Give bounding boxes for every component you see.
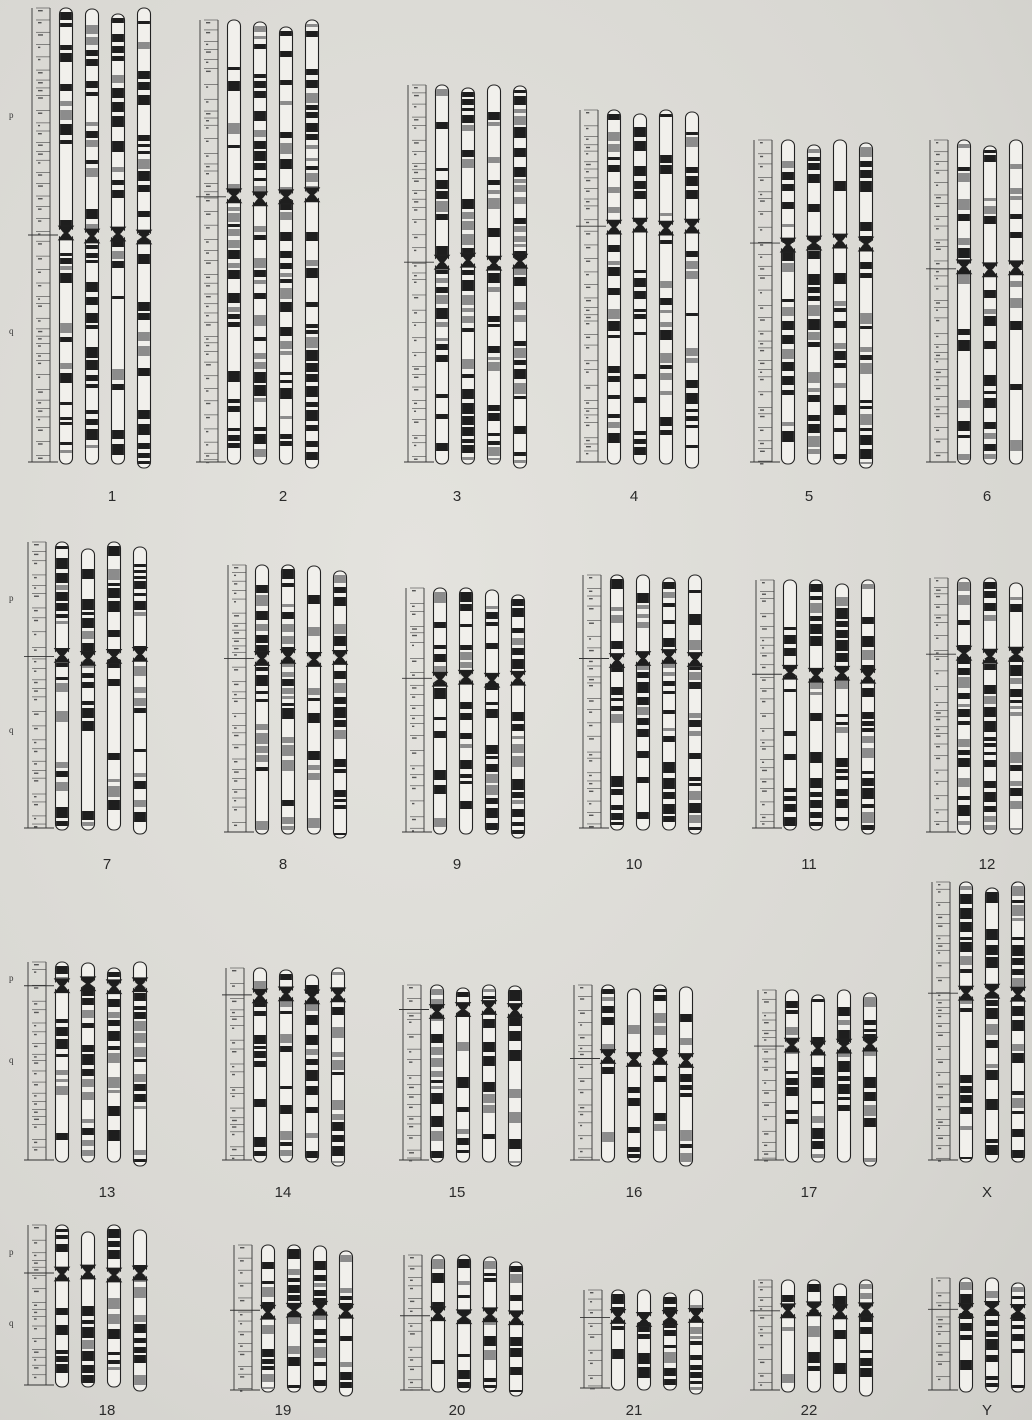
chromosome-band <box>960 1360 972 1370</box>
chromosome-ideogram-Y-2 <box>985 1278 1000 1392</box>
chromosome-band <box>960 1323 972 1331</box>
chromosome-band <box>1012 1385 1024 1388</box>
chromosome-band <box>986 1383 998 1387</box>
chromosome-band <box>986 1291 998 1298</box>
chromosome-band <box>986 1376 998 1380</box>
chromosome-band <box>986 1331 998 1337</box>
chromosome-band <box>1012 1334 1024 1341</box>
chromosome-band <box>960 1294 972 1304</box>
chromosome-band <box>986 1339 998 1350</box>
chromosome-band <box>986 1320 998 1326</box>
chromosome-ideogram-Y-1 <box>959 1278 974 1392</box>
chromosome-band <box>960 1282 972 1290</box>
chromosome-band <box>986 1355 998 1362</box>
chromosome-band <box>1012 1296 1024 1299</box>
chromosome-label: Y <box>967 1402 1007 1419</box>
band-ruler <box>928 1278 958 1390</box>
chromosome-ideogram-Y-3 <box>1011 1283 1026 1392</box>
chromosome-band <box>1012 1325 1024 1329</box>
chromosome-band <box>1012 1349 1024 1353</box>
chromosome-band <box>960 1335 972 1340</box>
chromosome-band <box>1012 1287 1024 1292</box>
